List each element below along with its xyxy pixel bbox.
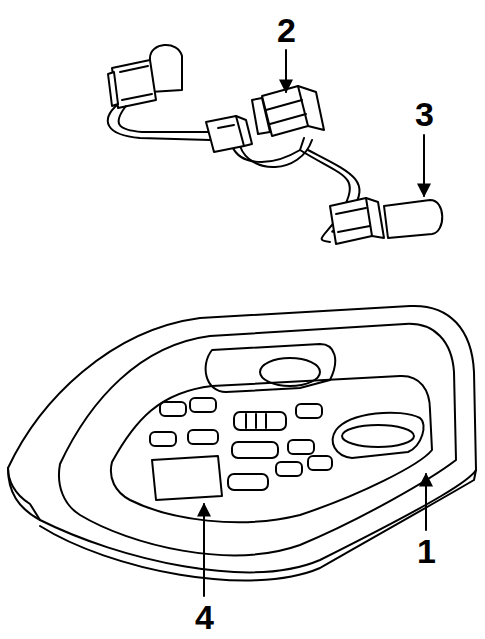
harness-wires — [108, 104, 360, 242]
leader-lines — [204, 50, 426, 596]
harness-connector-small — [206, 116, 252, 152]
callout-number: 2 — [277, 13, 296, 47]
bulb-socket-right — [330, 198, 442, 244]
bulb-socket-left — [108, 45, 182, 108]
callout-number: 4 — [195, 600, 214, 634]
callout-number: 1 — [417, 534, 436, 568]
harness-connector-main — [252, 86, 324, 136]
overhead-console — [8, 306, 476, 581]
callout-number: 3 — [415, 97, 434, 131]
